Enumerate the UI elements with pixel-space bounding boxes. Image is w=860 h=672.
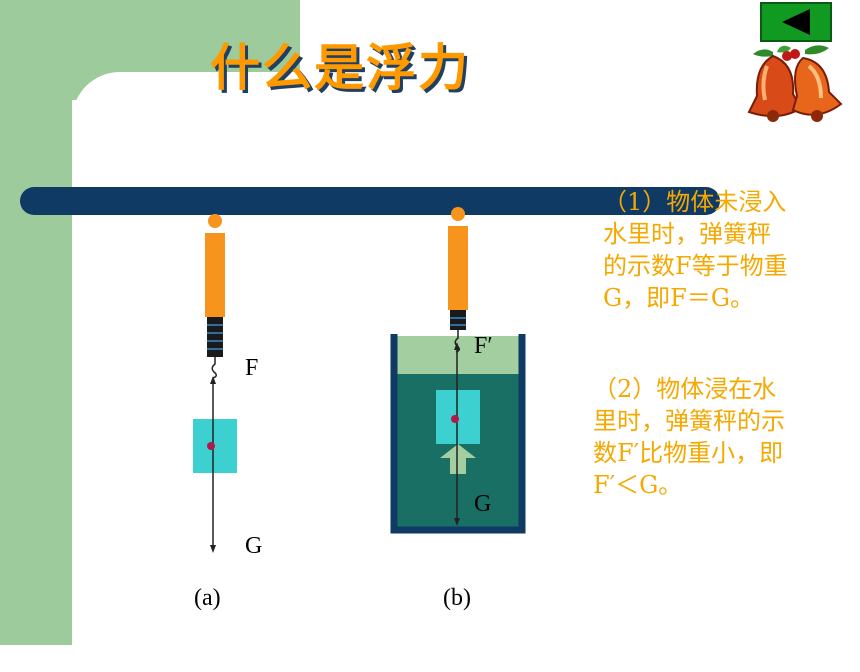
figure-a: F G (a) [193, 214, 262, 611]
triangle-left-icon [782, 9, 810, 35]
force-f-label: F [245, 355, 258, 381]
christmas-bells-icon [747, 45, 843, 122]
water-surface-layer [394, 336, 522, 374]
force-f-prime-label: F′ [474, 333, 493, 359]
spring-scale-a-body [205, 233, 225, 317]
caption-b: (b) [443, 585, 471, 611]
explanation-note-2: （2）物体浸在水 里时，弹簧秤的示 数F′比物重小，即 F′＜G。 [593, 375, 785, 499]
arrow-down-a [210, 545, 216, 553]
back-button[interactable] [760, 2, 832, 42]
support-bar [20, 187, 720, 215]
buoyancy-arrow-icon [440, 444, 476, 474]
arrow-up-b [454, 342, 460, 350]
spring-scale-b-hook-base [450, 310, 466, 330]
center-dot-a [207, 442, 215, 450]
scale-a-ring [208, 214, 222, 228]
caption-a: (a) [194, 585, 221, 611]
side-background-strip [0, 0, 72, 645]
weight-g-label-b: G [474, 491, 491, 517]
beaker [390, 334, 526, 534]
explanation-note-1: （1）物体未浸入 水里时，弹簧秤 的示数F等于物重 G，即F＝G。 [603, 188, 788, 312]
center-dot-b [451, 415, 459, 423]
slide-title: 什么是浮力 [210, 39, 470, 97]
figure-b: F′ G (b) [390, 207, 526, 611]
buoyancy-diagram: F G (a) F′ G (b) [193, 207, 526, 611]
hook-a [211, 357, 217, 379]
arrow-down-b [454, 518, 460, 526]
scale-b-ring [451, 207, 465, 221]
arrow-up-a [210, 376, 216, 384]
spring-scale-a-hook-base [207, 317, 223, 357]
spring-scale-b-body [448, 226, 468, 310]
weight-g-label-a: G [245, 533, 262, 559]
